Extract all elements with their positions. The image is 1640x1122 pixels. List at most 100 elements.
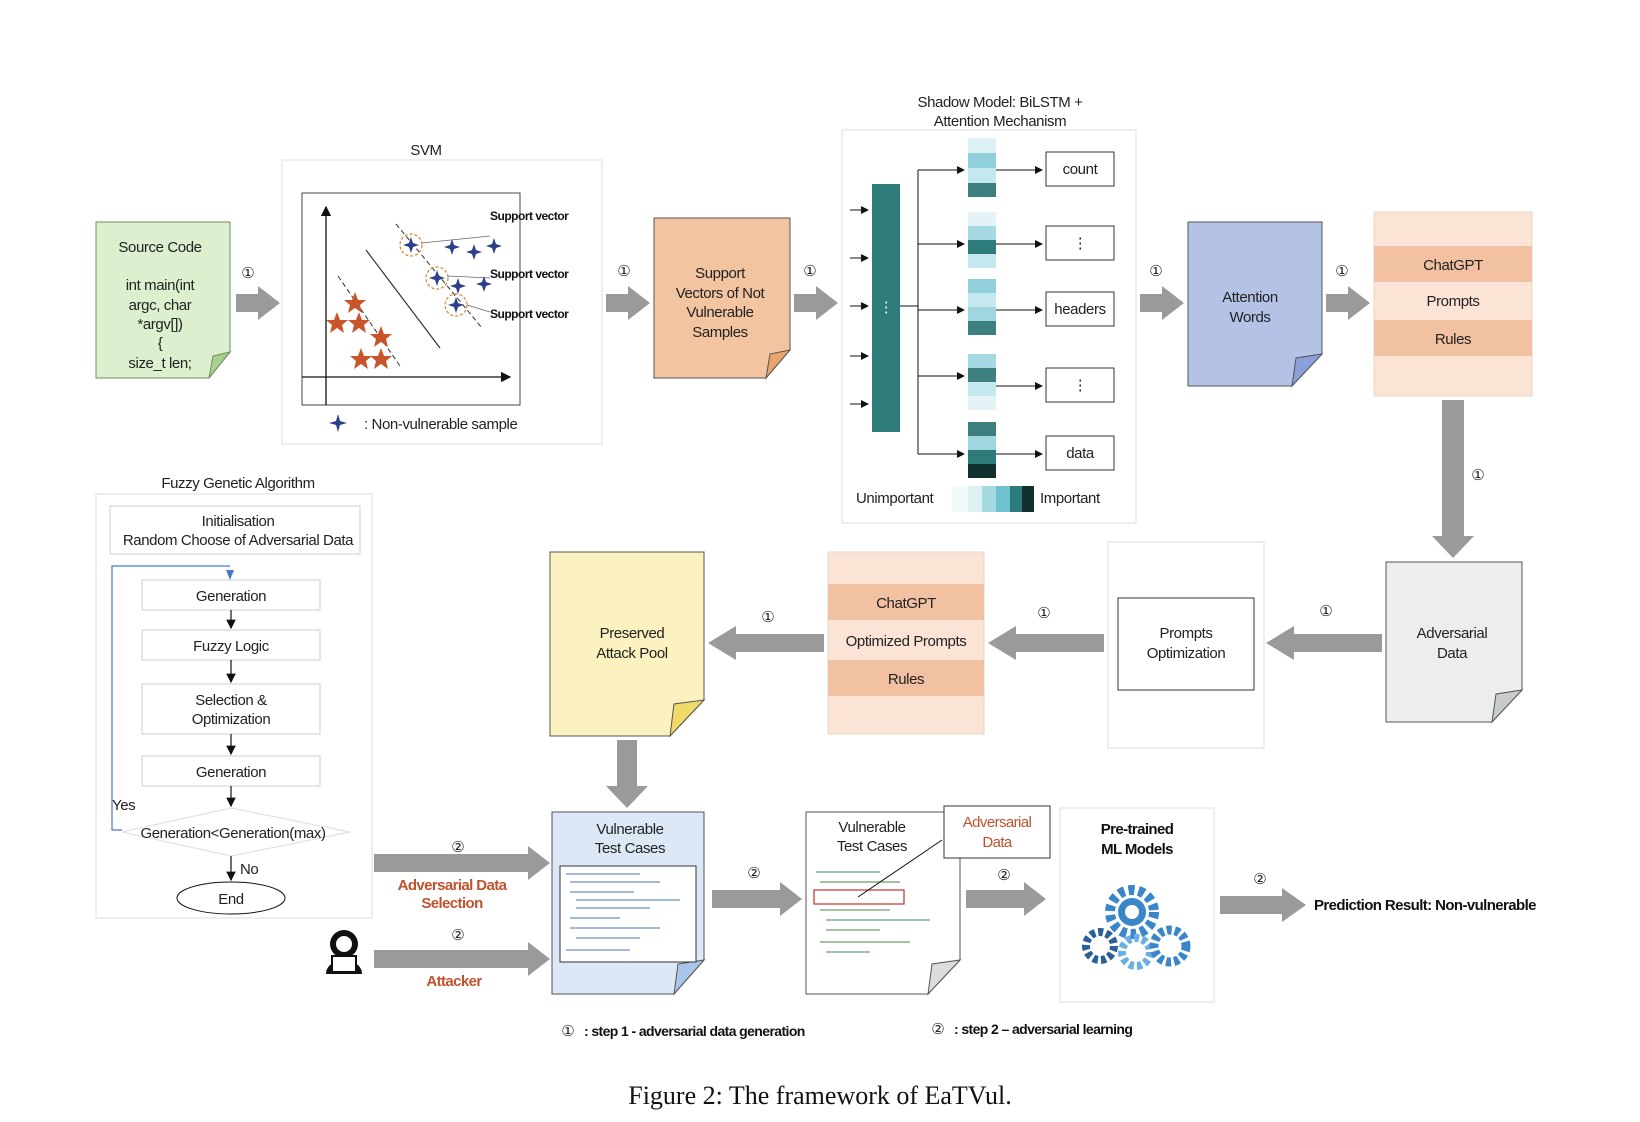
support-vector-label: Support vector xyxy=(490,267,569,281)
chatgpt-optimized-box: ChatGPT Optimized Prompts Rules xyxy=(827,551,985,735)
chatgpt-item: Optimized Prompts xyxy=(846,633,967,650)
step-one-marker: ① xyxy=(241,264,254,282)
source-code-line: argc, char xyxy=(129,297,192,314)
support-vectors-line: Vectors of Not xyxy=(676,285,766,302)
support-vectors-document: Support Vectors of Not Vulnerable Sample… xyxy=(653,217,792,380)
attack-pool-line: Attack Pool xyxy=(596,645,668,662)
attack-pool-line: Preserved xyxy=(600,625,665,642)
vuln-cases-line: Vulnerable xyxy=(596,821,663,838)
attention-weights xyxy=(968,138,996,478)
ml-models-line: Pre-trained xyxy=(1101,821,1174,838)
flow-arrow: ① xyxy=(236,264,280,320)
flow-arrow-left: ① xyxy=(708,608,824,660)
legend-step-one: : step 1 - adversarial data generation xyxy=(584,1023,805,1039)
non-vulnerable-points xyxy=(403,237,502,313)
chatgpt-item: Rules xyxy=(1435,331,1471,348)
attack-pool-document: Preserved Attack Pool xyxy=(549,551,706,738)
shadow-output: ⋮ xyxy=(1073,235,1088,252)
step-one-marker: ① xyxy=(1319,602,1332,620)
flow-arrow: ① xyxy=(606,262,650,320)
step-two-marker: ② xyxy=(747,864,760,882)
chatgpt-prompts-box: ChatGPT Prompts Rules xyxy=(1373,211,1533,397)
flow-arrow: ② xyxy=(1220,870,1306,922)
ml-models-panel: Pre-trained ML Models xyxy=(1059,807,1215,1003)
shadow-model-title: Shadow Model: BiLSTM + xyxy=(917,94,1083,111)
adversarial-data-line: Data xyxy=(1437,645,1468,662)
prompts-optimization-line: Optimization xyxy=(1147,645,1226,662)
flow-arrow-left: ① xyxy=(988,604,1104,660)
flow-arrow: ② Adversarial Data Selection xyxy=(374,838,550,912)
fga-decision: Generation<Generation(max) xyxy=(140,825,326,842)
svm-title: SVM xyxy=(410,142,441,159)
figure-caption: Figure 2: The framework of EaTVul. xyxy=(628,1081,1012,1110)
adv-selection-label: Selection xyxy=(421,895,483,912)
fga-title: Fuzzy Genetic Algorithm xyxy=(161,475,314,492)
vuln-cases-line: Vulnerable xyxy=(838,819,905,836)
legend-star-icon xyxy=(329,414,347,432)
source-code-line: int main(int xyxy=(126,277,196,294)
step-legend: ① : step 1 - adversarial data generation… xyxy=(561,1020,1133,1040)
attention-words-line: Attention xyxy=(1222,289,1278,306)
flow-arrow: ① xyxy=(794,262,838,320)
fga-step: Selection & xyxy=(195,692,267,709)
step-two-marker: ② xyxy=(451,926,464,944)
support-vector-label: Support vector xyxy=(490,209,569,223)
scale-low-label: Unimportant xyxy=(856,490,935,507)
source-code-line: *argv[]) xyxy=(137,316,183,333)
flow-arrow-left: ① xyxy=(1266,602,1382,660)
legend-step-one-marker: ① xyxy=(561,1022,574,1040)
attention-words-line: Words xyxy=(1229,309,1270,326)
source-code-line: size_t len; xyxy=(128,355,191,372)
source-code-line: { xyxy=(158,335,163,352)
step-two-marker: ② xyxy=(997,866,1010,884)
vulnerable-test-cases-document: Vulnerable Test Cases xyxy=(551,811,706,996)
ml-models-line: ML Models xyxy=(1101,841,1173,858)
shadow-output: headers xyxy=(1054,301,1105,318)
chatgpt-item: Prompts xyxy=(1426,293,1479,310)
step-one-marker: ① xyxy=(1149,262,1162,280)
shadow-output: ⋮ xyxy=(1073,377,1088,394)
fga-step: Generation xyxy=(196,764,266,781)
fuzzy-genetic-algorithm-panel: Fuzzy Genetic Algorithm Initialisation R… xyxy=(95,475,373,919)
fga-step: Optimization xyxy=(192,711,271,728)
importance-scale xyxy=(952,486,1034,512)
legend-step-two-marker: ② xyxy=(931,1020,944,1038)
adv-data-callout-line: Data xyxy=(982,834,1013,851)
step-one-marker: ① xyxy=(761,608,774,626)
step-one-marker: ① xyxy=(617,262,630,280)
attacker-icon xyxy=(326,930,362,974)
vuln-cases-line: Test Cases xyxy=(595,840,665,857)
flow-arrow-down: ① xyxy=(1432,400,1485,558)
fga-step: Fuzzy Logic xyxy=(193,638,270,655)
step-two-marker: ② xyxy=(1253,870,1266,888)
shadow-model-panel: Shadow Model: BiLSTM + Attention Mechani… xyxy=(841,94,1137,524)
svm-legend: : Non-vulnerable sample xyxy=(364,416,517,433)
adv-data-callout-line: Adversarial xyxy=(963,814,1032,831)
step-one-marker: ① xyxy=(1335,262,1348,280)
gears-icon xyxy=(1082,885,1191,970)
flow-arrow-down xyxy=(606,740,648,808)
flow-arrow: ① xyxy=(1326,262,1370,320)
support-vectors-line: Support xyxy=(695,265,746,282)
chatgpt-item: ChatGPT xyxy=(1423,257,1483,274)
legend-step-two: : step 2 – adversarial learning xyxy=(954,1021,1132,1037)
prompts-optimization-panel: Prompts Optimization xyxy=(1107,541,1265,749)
prediction-result: Prediction Result: Non-vulnerable xyxy=(1314,897,1536,914)
step-one-marker: ① xyxy=(1037,604,1050,622)
adversarial-data-line: Adversarial xyxy=(1417,625,1488,642)
flow-arrow: ① xyxy=(1140,262,1184,320)
adversarial-data-document: Adversarial Data xyxy=(1385,561,1524,724)
vulnerable-test-cases-document: Vulnerable Test Cases Adversarial Data xyxy=(805,805,1051,996)
support-vectors-line: Samples xyxy=(692,324,748,341)
source-code-document: Source Code int main(int argc, char *arg… xyxy=(95,221,232,379)
support-vectors-line: Vulnerable xyxy=(686,304,753,321)
prompts-optimization-line: Prompts xyxy=(1159,625,1212,642)
code-snippet xyxy=(816,871,930,953)
chatgpt-item: Rules xyxy=(888,671,924,688)
adv-selection-label: Adversarial Data xyxy=(398,877,508,894)
support-vector-label: Support vector xyxy=(490,307,569,321)
fga-no-label: No xyxy=(240,861,258,878)
code-snippet xyxy=(566,873,680,951)
step-two-marker: ② xyxy=(451,838,464,856)
